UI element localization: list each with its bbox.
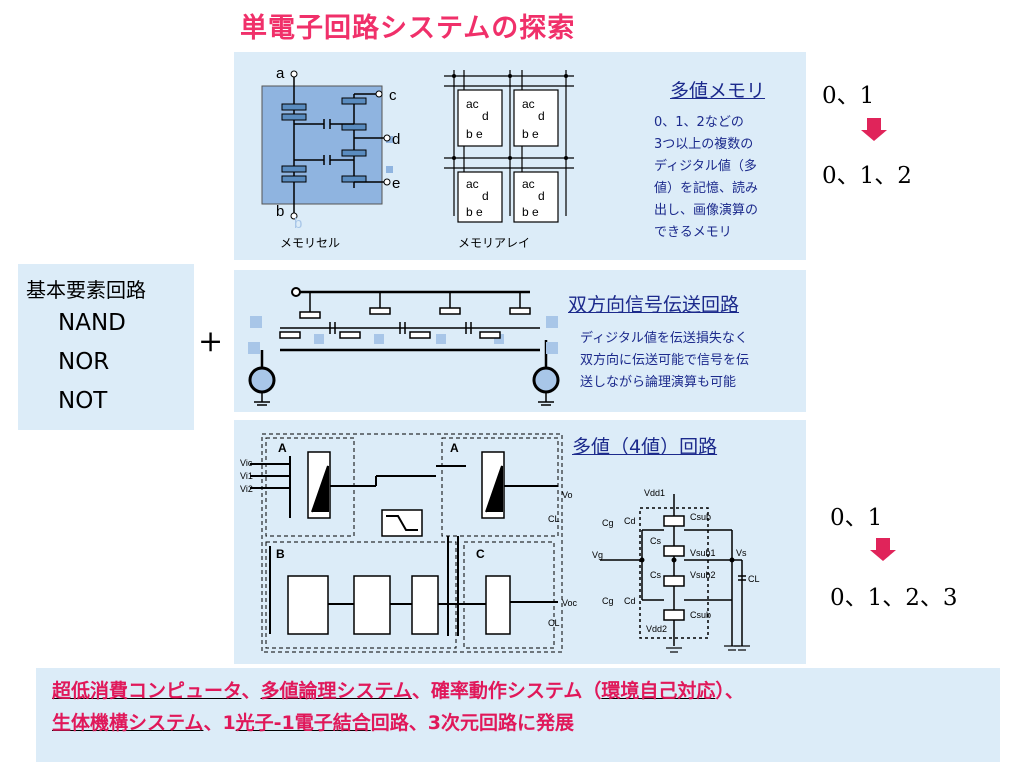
page-title: 単電子回路システムの探索 bbox=[240, 13, 576, 44]
block-label-c: C bbox=[476, 547, 485, 561]
array-cell-be: b e bbox=[522, 205, 539, 219]
array-cell-be: b e bbox=[466, 127, 483, 141]
array-cell-d: d bbox=[538, 189, 545, 203]
vs-label: Vs bbox=[736, 548, 747, 558]
multivalue-block-diagram: A A B C Vic Vi1 Vi2 Vo CL Voc CL bbox=[240, 433, 578, 653]
transfer-circuit-diagram bbox=[248, 287, 560, 406]
future-item: 回路、3次元回路に発展 bbox=[370, 712, 575, 734]
array-cell-ac: ac bbox=[522, 177, 535, 191]
csub-top-label: Csub bbox=[690, 512, 711, 522]
array-cell-d: d bbox=[482, 109, 489, 123]
memory-cell-diagram: a c d e b b bbox=[261, 65, 400, 232]
array-cell-ac: ac bbox=[522, 97, 535, 111]
multivalue-circuit-diagram: Vdd1 Csub Cg Cd Vg Cs Vsub1 Vs Cs Vsub2 … bbox=[592, 488, 760, 653]
vsub2-label: Vsub2 bbox=[690, 570, 716, 580]
vdd2-label: Vdd2 bbox=[646, 624, 667, 634]
future-line-1: 超低消費コンピュータ、多値論理システム、確率動作システム（環境自己対応）、 bbox=[52, 676, 744, 706]
basic-elements-heading: 基本要素回路 bbox=[26, 278, 146, 302]
future-separator: ）、 bbox=[715, 680, 744, 702]
memory-desc-line: 3つ以上の複数の bbox=[654, 137, 754, 152]
cd-top-label: Cd bbox=[624, 516, 636, 526]
cs-bottom-label: Cs bbox=[650, 570, 661, 580]
plus-sign: + bbox=[198, 324, 224, 359]
cd-bottom-label: Cd bbox=[624, 596, 636, 606]
future-item-underlined: 光子-1電子結合 bbox=[235, 712, 371, 734]
cell-label-d: d bbox=[392, 131, 400, 148]
vg-label: Vg bbox=[592, 550, 603, 560]
future-separator: 、1 bbox=[203, 712, 236, 734]
memory-array-caption: メモリアレイ bbox=[458, 236, 531, 250]
element-nor: NOR bbox=[58, 349, 110, 375]
output-vo: Vo bbox=[562, 490, 573, 500]
memory-description: 0、1、2などの 3つ以上の複数の ディジタル値（多 値）を記憶、読み 出し、画… bbox=[654, 112, 758, 244]
basic-elements-box: 基本要素回路 NAND NOR NOT bbox=[18, 264, 194, 430]
memory-desc-line: できるメモリ bbox=[654, 225, 732, 240]
future-item-underlined: 超低消費コンピュータ bbox=[52, 680, 242, 702]
cell-label-b: b bbox=[276, 203, 284, 220]
array-cell-ac: ac bbox=[466, 177, 479, 191]
vsub1-label: Vsub1 bbox=[690, 548, 716, 558]
cg-bottom-label: Cg bbox=[602, 596, 614, 606]
transfer-desc-line: 送しながら論理演算も可能 bbox=[580, 375, 737, 390]
multivalue-down-arrow bbox=[870, 538, 896, 561]
block-label-a: A bbox=[278, 441, 287, 455]
future-item-underlined: 環境自己対応 bbox=[601, 680, 716, 702]
memory-title: 多値メモリ bbox=[670, 80, 766, 102]
memory-desc-line: ディジタル値（多 bbox=[654, 159, 757, 174]
block-label-b: B bbox=[276, 547, 285, 561]
future-item: 、確率動作システム（ bbox=[411, 680, 602, 702]
array-cell-ac: ac bbox=[466, 97, 479, 111]
memory-cell-caption: メモリセル bbox=[280, 236, 341, 250]
input-vic: Vic bbox=[240, 458, 253, 468]
cell-label-b-shadow: b bbox=[294, 215, 302, 232]
output-cl: CL bbox=[548, 514, 560, 524]
multivalue-seq-top: 0、1 bbox=[830, 505, 883, 531]
memory-down-arrow bbox=[861, 118, 887, 141]
memory-seq-top: 0、1 bbox=[822, 83, 875, 109]
csub-bottom-label: Csub bbox=[690, 610, 711, 620]
memory-desc-line: 0、1、2などの bbox=[654, 115, 744, 130]
memory-desc-line: 値）を記憶、読み bbox=[654, 181, 759, 196]
future-item: 超低消費コンピュータ bbox=[52, 680, 241, 702]
array-cell-d: d bbox=[538, 109, 545, 123]
cell-label-a: a bbox=[276, 65, 285, 82]
cl-label: CL bbox=[748, 574, 760, 584]
array-cell-be: b e bbox=[466, 205, 483, 219]
cg-top-label: Cg bbox=[602, 518, 614, 528]
cs-top-label: Cs bbox=[650, 536, 661, 546]
cell-label-c: c bbox=[389, 87, 397, 104]
future-line-2: 生体機構システム、1光子-1電子結合回路、3次元回路に発展 bbox=[52, 708, 574, 738]
element-not: NOT bbox=[58, 388, 108, 414]
output-cl2: CL bbox=[548, 618, 560, 628]
memory-array-diagram: ac d b e ac d b e ac d b e ac d b e bbox=[444, 70, 574, 223]
future-separator: 、 bbox=[241, 680, 261, 702]
multivalue-title: 多値（4値）回路 bbox=[572, 436, 718, 458]
transfer-title: 双方向信号伝送回路 bbox=[568, 294, 740, 316]
array-cell-be: b e bbox=[522, 127, 539, 141]
multivalue-seq-bottom: 0、1、2、3 bbox=[830, 585, 958, 611]
block-label-a2: A bbox=[450, 441, 459, 455]
cell-label-e: e bbox=[392, 175, 400, 192]
transfer-panel: 双方向信号伝送回路 ディジタル値を伝送損失なく 双方向に伝送可能で信号を伝 送し… bbox=[234, 270, 806, 412]
memory-seq-bottom: 0、1、2 bbox=[822, 163, 912, 189]
input-vi2: Vi2 bbox=[240, 484, 253, 494]
transfer-desc-line: 双方向に伝送可能で信号を伝 bbox=[580, 353, 750, 368]
element-nand: NAND bbox=[58, 310, 126, 336]
transfer-desc-line: ディジタル値を伝送損失なく bbox=[580, 331, 748, 346]
output-voc: Voc bbox=[562, 598, 578, 608]
transfer-description: ディジタル値を伝送損失なく 双方向に伝送可能で信号を伝 送しながら論理演算も可能 bbox=[580, 328, 749, 394]
array-cell-d: d bbox=[482, 189, 489, 203]
future-item-underlined: 生体機構システム bbox=[52, 712, 204, 734]
input-vi1: Vi1 bbox=[240, 471, 253, 481]
vdd1-label: Vdd1 bbox=[644, 488, 665, 498]
future-item-underlined: 多値論理システム bbox=[260, 680, 412, 702]
future-directions-banner: 超低消費コンピュータ、多値論理システム、確率動作システム（環境自己対応）、 生体… bbox=[36, 668, 1000, 762]
memory-panel: a c d e b b メモリセル ac d b e ac d bbox=[234, 52, 806, 260]
memory-desc-line: 出し、画像演算の bbox=[654, 203, 759, 218]
multivalue-panel: A A B C Vic Vi1 Vi2 Vo CL Voc CL bbox=[234, 420, 806, 664]
